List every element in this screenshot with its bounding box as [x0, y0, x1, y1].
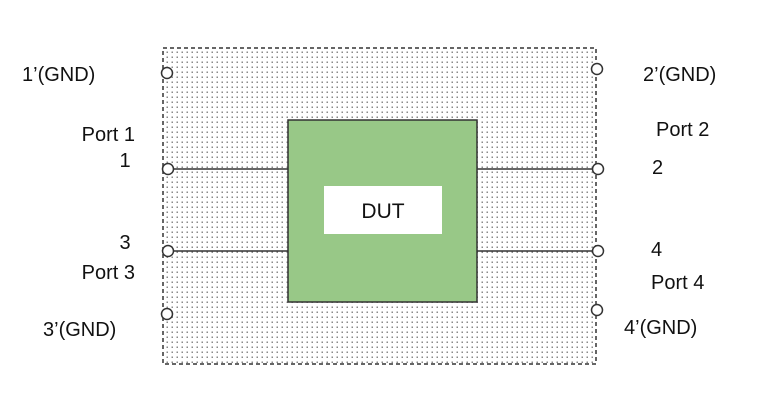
terminal-1-label: 1	[119, 150, 130, 172]
terminal-2-ground	[590, 62, 604, 76]
terminal-1	[161, 162, 175, 176]
terminal-3	[161, 244, 175, 258]
terminal-4-ground	[590, 303, 604, 317]
port-4-label: Port 4	[651, 272, 704, 294]
terminal-4	[591, 244, 605, 258]
port-2-ground-label: 2’(GND)	[643, 64, 716, 86]
terminal-4-label: 4	[651, 239, 662, 261]
terminal-3-label: 3	[119, 232, 130, 254]
port-4-ground-label: 4’(GND)	[624, 317, 697, 339]
dut-label-box	[324, 186, 442, 234]
port-1-ground-label: 1’(GND)	[22, 64, 95, 86]
terminal-1-ground	[160, 66, 174, 80]
terminal-3-ground	[160, 307, 174, 321]
port-2-label: Port 2	[656, 119, 709, 141]
terminal-2-label: 2	[652, 157, 663, 179]
dut-label: DUT	[361, 200, 404, 223]
port-1-label: Port 1	[82, 124, 135, 146]
terminal-2	[591, 162, 605, 176]
port-3-ground-label: 3’(GND)	[43, 319, 116, 341]
port-3-label: Port 3	[82, 262, 135, 284]
